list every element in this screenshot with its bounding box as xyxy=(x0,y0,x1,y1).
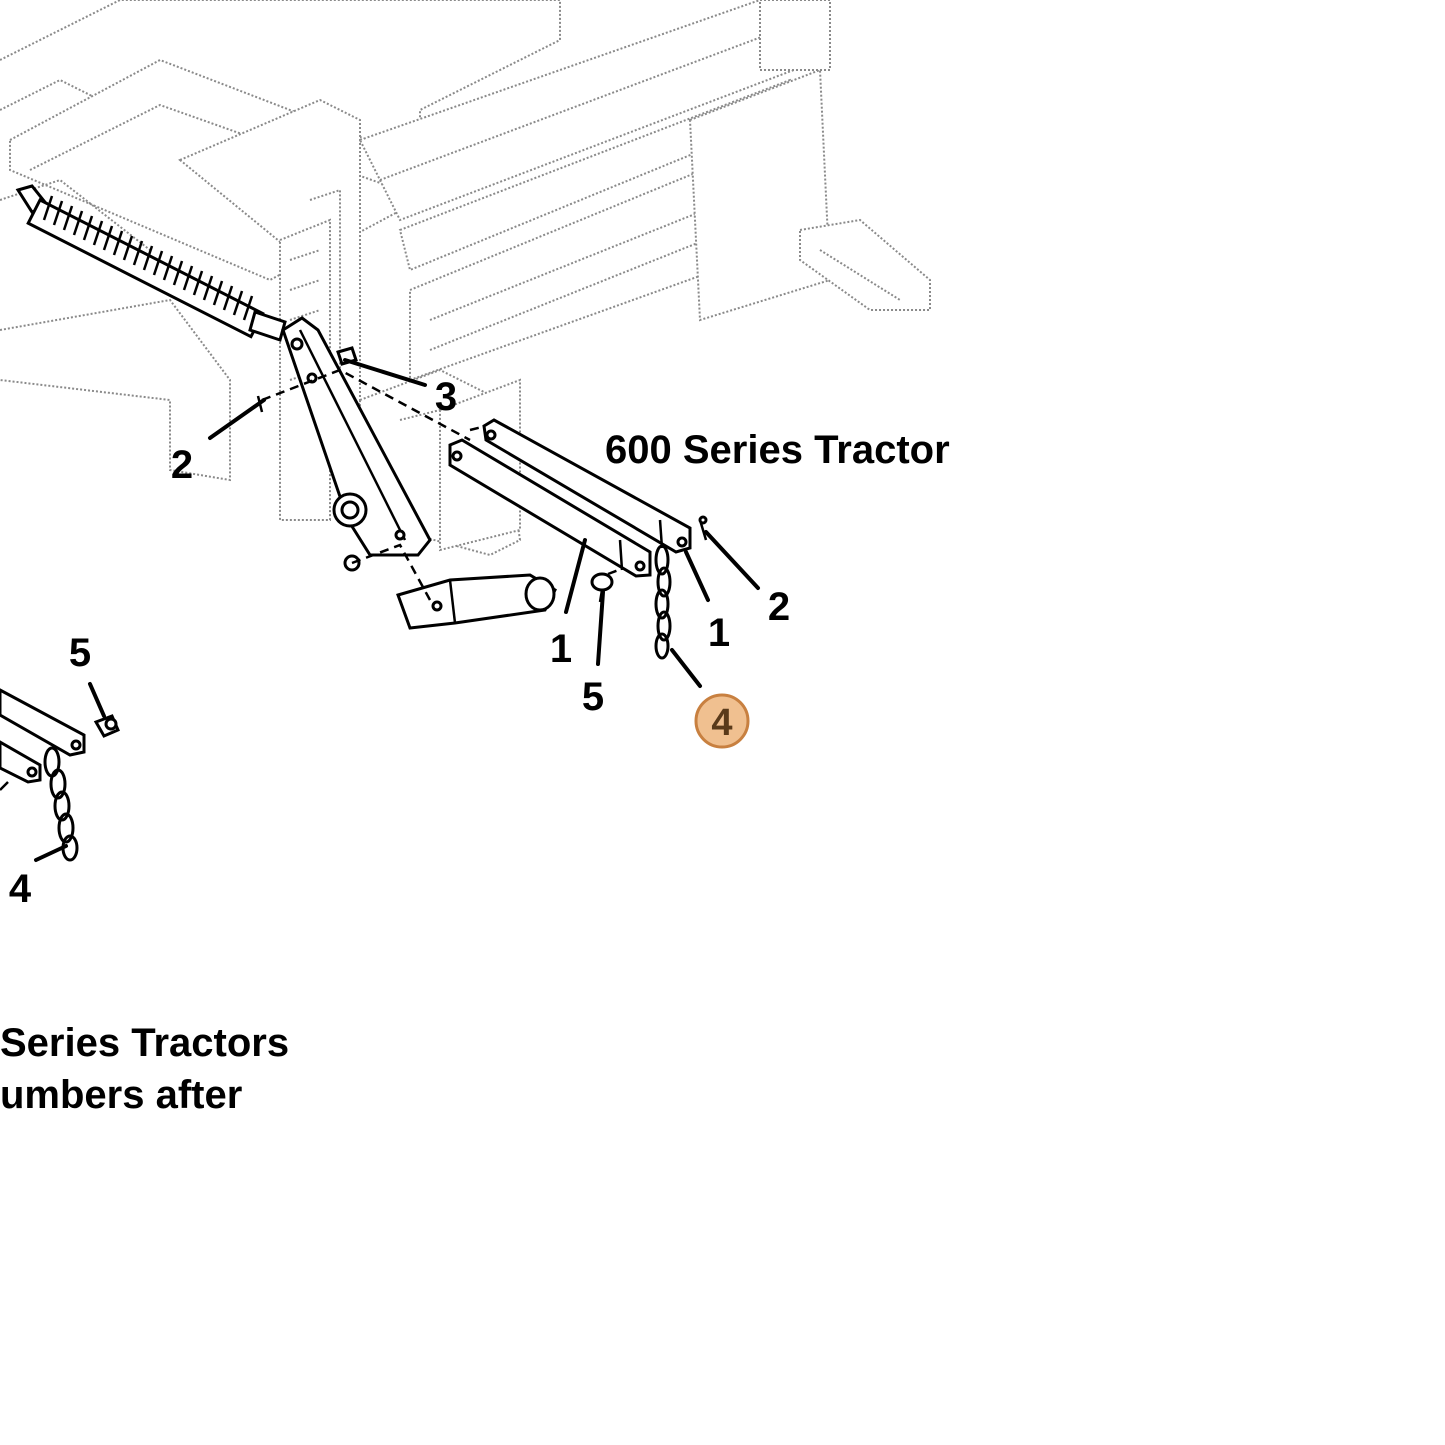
pin-2-right xyxy=(698,515,708,541)
callout-4-highlighted[interactable]: 4 xyxy=(694,693,750,749)
caption-left-line-1: Series Tractors xyxy=(0,1021,289,1065)
callout-2-right: 2 xyxy=(768,585,790,629)
chain-4-left xyxy=(43,746,79,862)
spring-assembly xyxy=(15,184,287,342)
callout-1-left: 1 xyxy=(550,627,572,671)
highlight-circle xyxy=(694,693,750,749)
callout-5-left: 5 xyxy=(69,631,91,675)
callout-2-left: 2 xyxy=(171,443,193,487)
bolt-5 xyxy=(590,572,614,603)
clevis-block xyxy=(396,573,557,630)
callout-3: 3 xyxy=(435,375,457,419)
bolt-5-left xyxy=(93,714,120,738)
callout-1-right: 1 xyxy=(708,611,730,655)
caption-600-series: 600 Series Tractor xyxy=(605,428,950,472)
callout-4-label: 4 xyxy=(711,702,732,744)
leader-lines xyxy=(34,358,760,862)
chain-4 xyxy=(654,544,672,660)
left-partial-view xyxy=(0,688,120,862)
callout-4-left: 4 xyxy=(9,867,32,911)
caption-left-line-2: umbers after xyxy=(0,1073,242,1117)
straps-right xyxy=(448,418,692,578)
callout-5: 5 xyxy=(582,675,604,719)
